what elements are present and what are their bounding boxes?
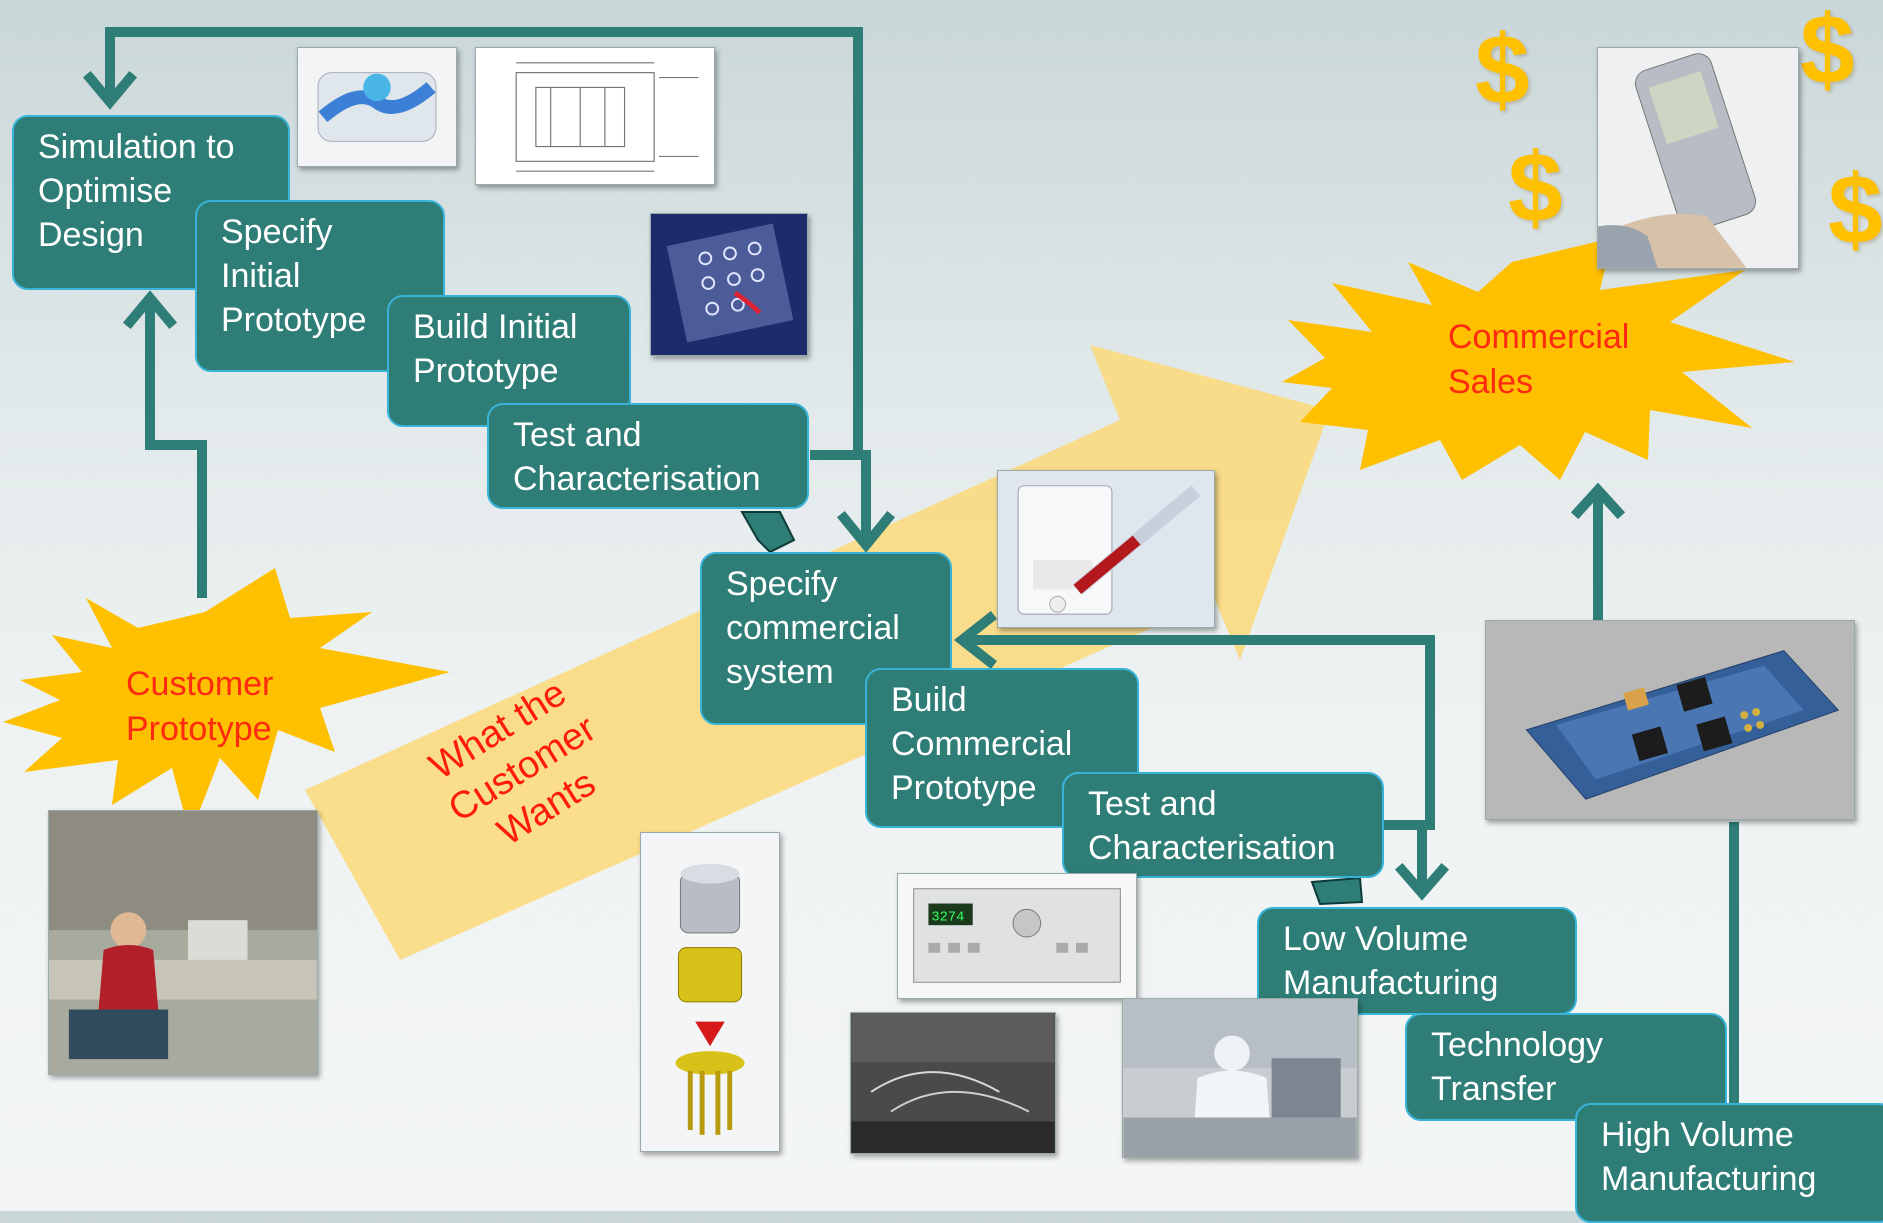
stage-specify-commercial: Specify commercial system bbox=[700, 552, 952, 725]
dollar-sign-2: $ bbox=[1800, 0, 1855, 104]
arrowhead-sales bbox=[1570, 482, 1626, 520]
svg-text:3274: 3274 bbox=[931, 910, 964, 925]
stage-simulation-line-1: Simulation to bbox=[38, 128, 235, 166]
dollar-sign-3: $ bbox=[1508, 132, 1563, 242]
stage-specify-initial-line-1: Specify bbox=[221, 213, 333, 251]
cleanroom-image bbox=[1122, 998, 1358, 1158]
stage-specify-initial-line-3: Prototype bbox=[221, 301, 367, 339]
stage-low-volume-line-1: Low Volume bbox=[1283, 920, 1469, 958]
stage-test-2-line-1: Test and bbox=[1088, 785, 1217, 823]
stage-low-volume: Low Volume Manufacturing bbox=[1257, 907, 1577, 1015]
stage-build-initial-line-2: Prototype bbox=[413, 352, 559, 390]
stage-specify-commercial-line-1: Specify bbox=[726, 565, 838, 603]
stage-test-1: Test and Characterisation bbox=[487, 403, 809, 509]
simulation-render-image bbox=[297, 47, 457, 167]
commercial-sales-line-1: Commercial bbox=[1448, 318, 1630, 356]
step-arrow-1 bbox=[740, 511, 796, 554]
stage-high-volume-line-1: High Volume bbox=[1601, 1116, 1794, 1154]
stage-test-2-line-2: Characterisation bbox=[1088, 829, 1336, 867]
customer-prototype-line-1: Customer bbox=[126, 665, 274, 703]
stage-tech-transfer-line-1: Technology bbox=[1431, 1026, 1604, 1064]
stage-build-commercial: Build Commercial Prototype bbox=[865, 668, 1139, 828]
stage-specify-commercial-line-2: commercial bbox=[726, 609, 900, 647]
test2-to-low-volume bbox=[1380, 820, 1427, 890]
lab-technician-image bbox=[48, 810, 318, 1075]
stage-tech-transfer-line-2: Transfer bbox=[1431, 1070, 1557, 1108]
stage-build-commercial-line-1: Build bbox=[891, 681, 967, 719]
customer-prototype-burst bbox=[3, 568, 450, 835]
commercial-sales-label: Commercial Sales bbox=[1448, 315, 1629, 405]
customer-prototype-label: Customer Prototype bbox=[126, 662, 273, 752]
stage-simulation-line-2: Optimise bbox=[38, 172, 173, 210]
signal-generator-image: 3274 bbox=[897, 873, 1137, 999]
dollar-sign-4: $ bbox=[1828, 154, 1883, 264]
stage-simulation-line-3: Design bbox=[38, 216, 144, 254]
arrowhead-specify-commercial bbox=[836, 510, 896, 553]
arrowhead-simulation bbox=[82, 70, 138, 110]
stage-test-1-line-1: Test and bbox=[513, 416, 642, 454]
stage-high-volume-line-2: Manufacturing bbox=[1601, 1160, 1817, 1198]
stage-build-commercial-line-2: Commercial bbox=[891, 725, 1073, 763]
stage-test-2: Test and Characterisation bbox=[1062, 772, 1384, 878]
step-arrow-2 bbox=[1310, 876, 1364, 906]
stage-test-1-line-2: Characterisation bbox=[513, 460, 761, 498]
cad-drawing-image bbox=[475, 47, 715, 185]
stage-build-initial-line-1: Build Initial bbox=[413, 308, 578, 346]
stage-build-commercial-line-3: Prototype bbox=[891, 769, 1037, 807]
customer-prototype-line-2: Prototype bbox=[126, 710, 272, 748]
stage-high-volume: High Volume Manufacturing bbox=[1575, 1103, 1883, 1223]
commercial-sales-line-2: Sales bbox=[1448, 363, 1534, 401]
arrowhead-simulation-up bbox=[122, 290, 178, 330]
dollar-sign-1: $ bbox=[1475, 14, 1530, 124]
component-render-image bbox=[640, 832, 780, 1152]
arrowhead-low-volume bbox=[1394, 862, 1450, 901]
stage-specify-commercial-line-3: system bbox=[726, 653, 834, 691]
stage-low-volume-line-2: Manufacturing bbox=[1283, 964, 1499, 1002]
microfluidic-chip-image bbox=[650, 213, 808, 356]
handheld-analyser-image bbox=[1597, 47, 1799, 269]
test-to-specify-commercial bbox=[810, 450, 871, 540]
stage-specify-initial-line-2: Initial bbox=[221, 257, 301, 295]
commercial-sales-burst bbox=[1282, 238, 1795, 480]
xray-image bbox=[850, 1012, 1056, 1154]
customer-to-simulation bbox=[145, 298, 207, 598]
istat-cartridge-image bbox=[997, 470, 1215, 628]
packaged-device-image bbox=[1485, 620, 1855, 820]
arrowhead-specify-left bbox=[953, 610, 998, 670]
